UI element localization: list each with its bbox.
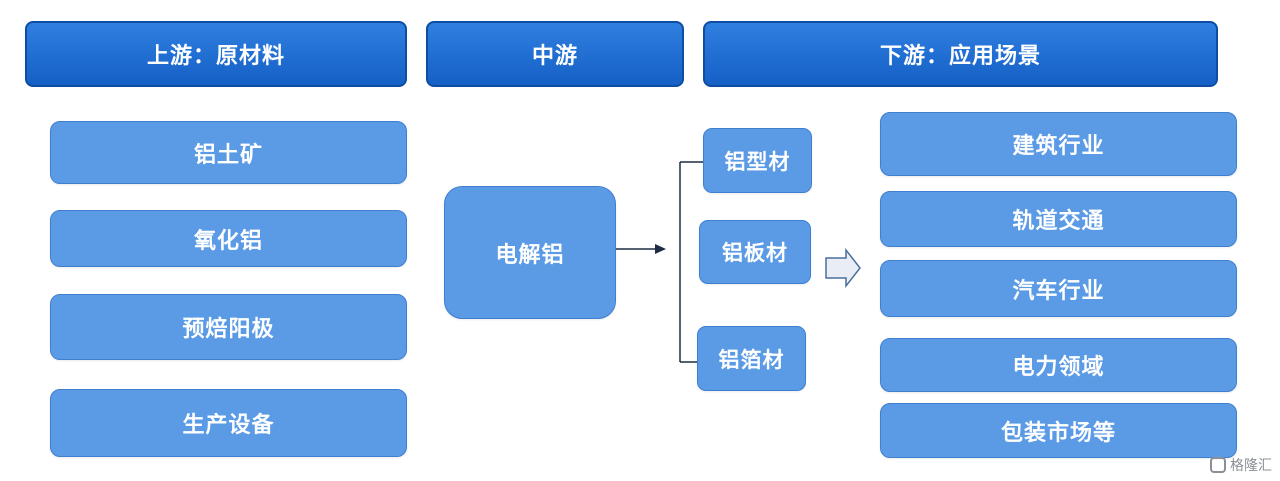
product-aluminum-foil: 铝箔材 xyxy=(697,326,806,391)
downstream-item-construction: 建筑行业 xyxy=(880,112,1237,176)
downstream-item-rail-transit: 轨道交通 xyxy=(880,191,1237,247)
brand-label: 格隆汇 xyxy=(1230,458,1272,474)
brand-mark: 格隆汇 xyxy=(1210,455,1272,475)
main-arrow-head xyxy=(655,244,666,254)
midstream-electrolytic-aluminum: 电解铝 xyxy=(444,186,616,319)
downstream-item-power: 电力领域 xyxy=(880,338,1237,392)
upstream-item-production-equipment: 生产设备 xyxy=(50,389,407,457)
upstream-item-bauxite: 铝土矿 xyxy=(50,121,407,184)
product-aluminum-plate: 铝板材 xyxy=(699,220,811,284)
downstream-item-packaging: 包装市场等 xyxy=(880,403,1237,458)
block-arrow-icon xyxy=(825,247,861,289)
header-downstream: 下游：应用场景 xyxy=(703,21,1218,87)
header-upstream: 上游：原材料 xyxy=(25,21,407,87)
header-midstream: 中游 xyxy=(426,21,684,87)
upstream-item-alumina: 氧化铝 xyxy=(50,210,407,267)
product-aluminum-profile: 铝型材 xyxy=(703,128,812,193)
upstream-item-prebaked-anode: 预焙阳极 xyxy=(50,294,407,360)
downstream-item-automotive: 汽车行业 xyxy=(880,260,1237,317)
brand-logo-icon xyxy=(1210,457,1226,473)
